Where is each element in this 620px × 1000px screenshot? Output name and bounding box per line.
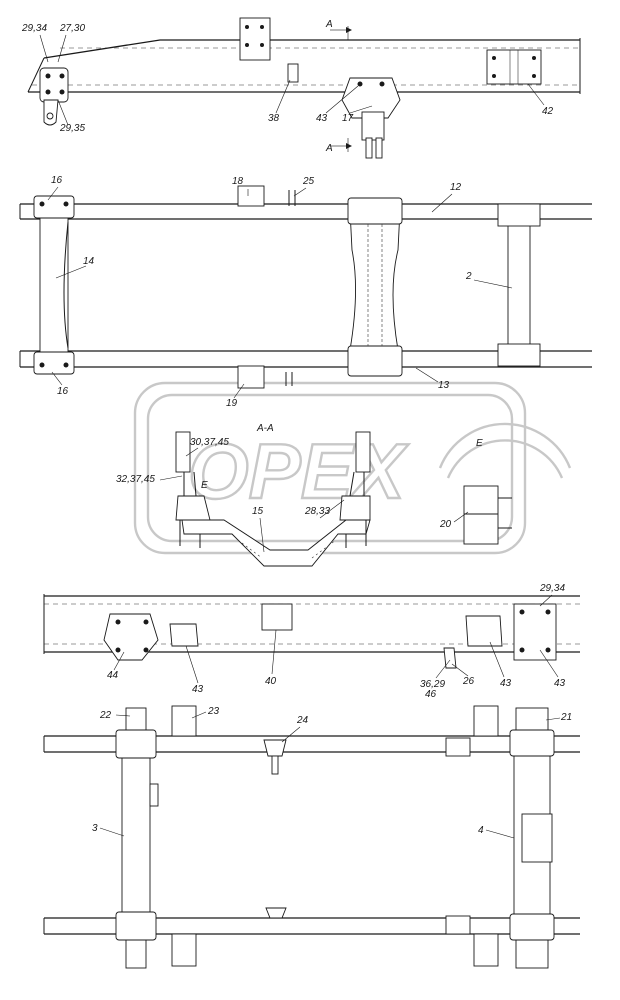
callout-27-30: 27,30: [59, 23, 85, 34]
callout-16-bottom: 16: [57, 386, 69, 397]
part-25: [288, 190, 296, 206]
callout-46: 46: [425, 689, 437, 700]
rear-bracket-plate: [486, 49, 542, 85]
callout-32-37-45: 32,37,45: [116, 474, 155, 485]
callout-17: 17: [342, 113, 354, 124]
upper-bracket-plate: [239, 17, 271, 61]
callout-14: 14: [83, 256, 95, 267]
bracket-23-bottom: [171, 933, 197, 967]
watermark-gear-arc: [438, 422, 572, 469]
small-bracket-38: [287, 63, 299, 83]
callout-36-29: 36,29: [420, 679, 445, 690]
callout-a-top: A: [325, 19, 333, 30]
cross-member-15: [181, 519, 371, 567]
leader-lines: [39, 34, 561, 839]
callout-29-34-top: 29,34: [21, 23, 47, 34]
front-tow-bracket: [39, 67, 69, 126]
watermark-text: OPEX: [188, 427, 409, 515]
callout-13: 13: [438, 380, 450, 391]
callout-e-left: E: [201, 480, 208, 491]
callout-43-mid: 43: [500, 678, 512, 689]
bracket-21-left-top: [473, 705, 499, 737]
rear-frame-plan-view: [43, 705, 580, 969]
callout-12: 12: [450, 182, 462, 193]
detail-e-view: [463, 485, 512, 545]
bracket-44: [103, 613, 159, 661]
callout-25: 25: [302, 176, 315, 187]
plate-rear-top: [445, 737, 471, 757]
callout-24: 24: [296, 715, 309, 726]
bracket-43-left: [169, 623, 199, 647]
plate-40: [261, 603, 293, 631]
plate-rear-bottom: [445, 915, 471, 935]
bracket-43-right: [513, 603, 557, 661]
tow-bracket-24: [263, 739, 287, 919]
callout-28-33: 28,33: [304, 506, 330, 517]
callout-23: 23: [207, 706, 220, 717]
callout-e-right: E: [476, 438, 483, 449]
callout-2: 2: [465, 271, 472, 282]
callout-19: 19: [226, 398, 238, 409]
callout-30-37-45: 30,37,45: [190, 437, 229, 448]
right-bracket-aa: [339, 431, 371, 548]
callout-38: 38: [268, 113, 280, 124]
callout-a-bottom: A: [325, 143, 333, 154]
spring-hanger-bracket: [341, 77, 401, 159]
callout-section-aa: A-A: [256, 423, 274, 434]
callout-20: 20: [439, 519, 452, 530]
callout-3: 3: [92, 823, 98, 834]
frame-plan-view: [19, 185, 592, 389]
callout-21: 21: [560, 712, 572, 723]
cross-member-3: [115, 707, 159, 969]
bracket-18: [237, 185, 265, 207]
front-cross-member: [33, 195, 75, 375]
rear-cross-member: [497, 203, 541, 367]
bracket-26: [443, 647, 457, 669]
callout-43-top: 43: [316, 113, 328, 124]
section-a-a-view: [175, 431, 512, 567]
bracket-43-mid: [465, 615, 503, 647]
watermark-logo: OPEX: [133, 381, 572, 555]
callout-26: 26: [462, 676, 475, 687]
callout-43-right: 43: [554, 678, 566, 689]
callout-18: 18: [232, 176, 244, 187]
side-rail-top-view: [27, 17, 581, 159]
callout-44: 44: [107, 670, 119, 681]
bracket-19: [237, 365, 265, 389]
callout-29-35: 29,35: [59, 123, 85, 134]
bracket-21-left-bottom: [473, 933, 499, 967]
callout-15: 15: [252, 506, 264, 517]
middle-cross-member: [347, 197, 403, 377]
cross-member-4: [509, 707, 555, 969]
callout-42: 42: [542, 106, 554, 117]
callout-29-34-mid: 29,34: [539, 583, 565, 594]
left-bracket-aa: [175, 431, 211, 548]
side-rail-lower-view: [43, 594, 580, 669]
callout-16-top: 16: [51, 175, 63, 186]
callout-22: 22: [99, 710, 112, 721]
bracket-23-top: [171, 705, 197, 737]
callout-40: 40: [265, 676, 277, 687]
callout-43-left: 43: [192, 684, 204, 695]
callout-4: 4: [478, 825, 484, 836]
